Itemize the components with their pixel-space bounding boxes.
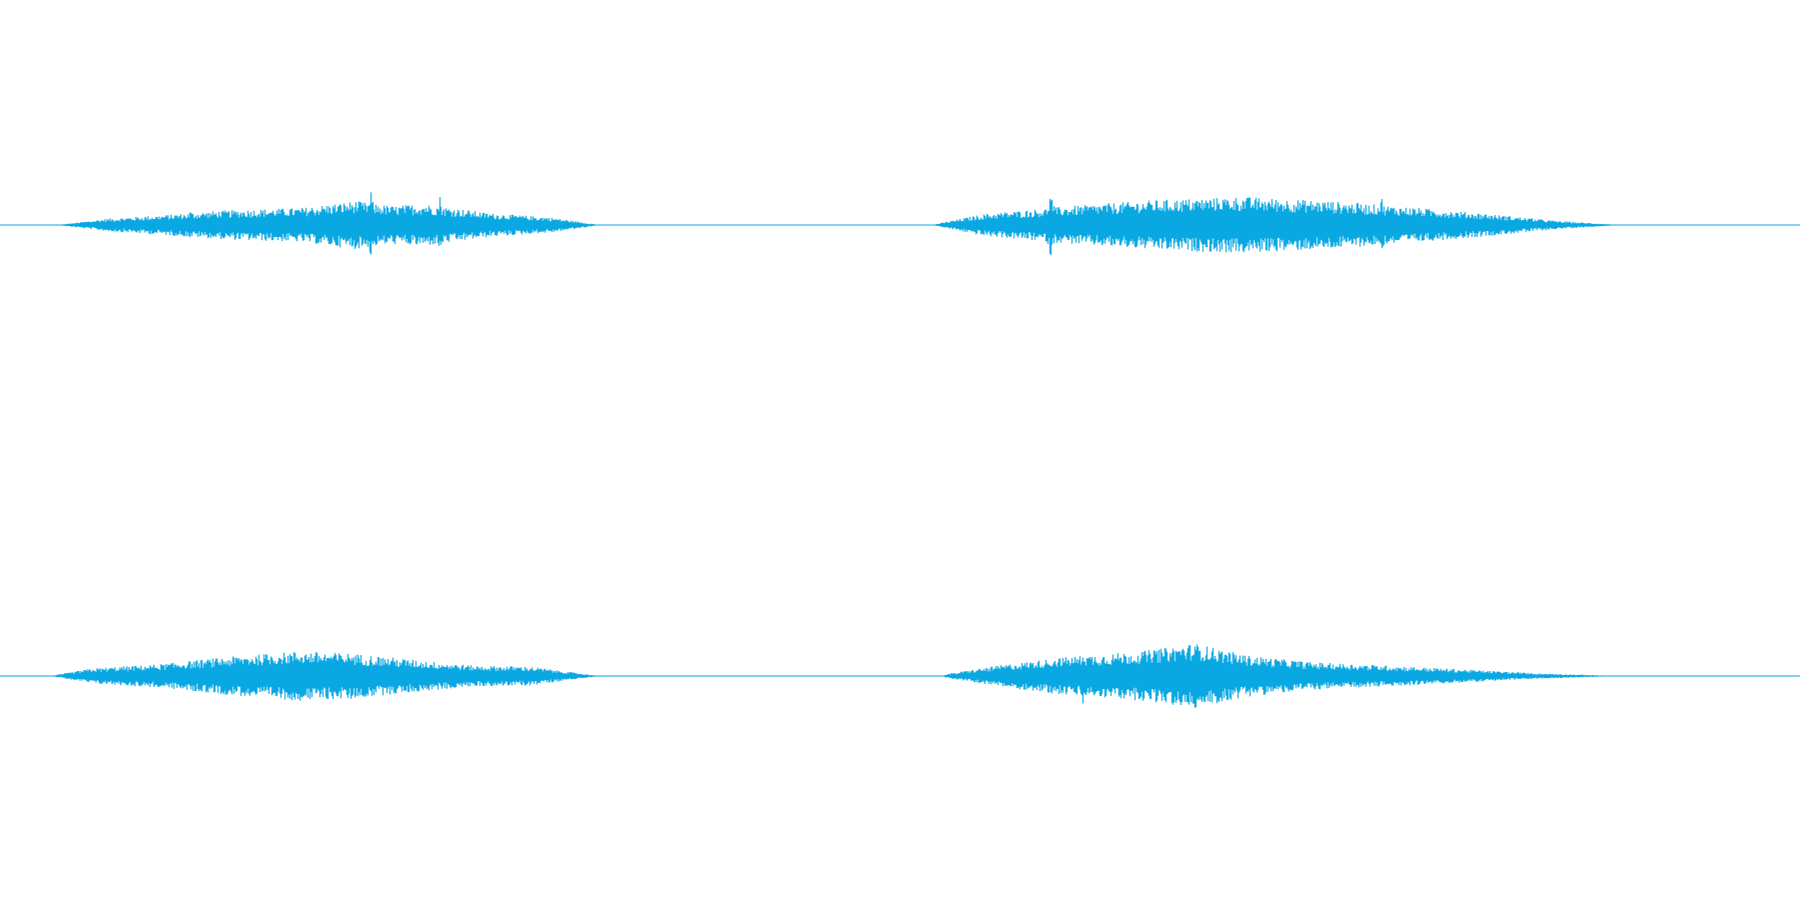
waveform-channel-2 <box>0 644 1800 708</box>
waveform-segment <box>53 652 595 701</box>
waveform-segment <box>935 197 1612 256</box>
waveform-segment <box>62 192 595 255</box>
waveform-segment <box>944 644 1603 708</box>
waveform-channel-1 <box>0 192 1800 256</box>
